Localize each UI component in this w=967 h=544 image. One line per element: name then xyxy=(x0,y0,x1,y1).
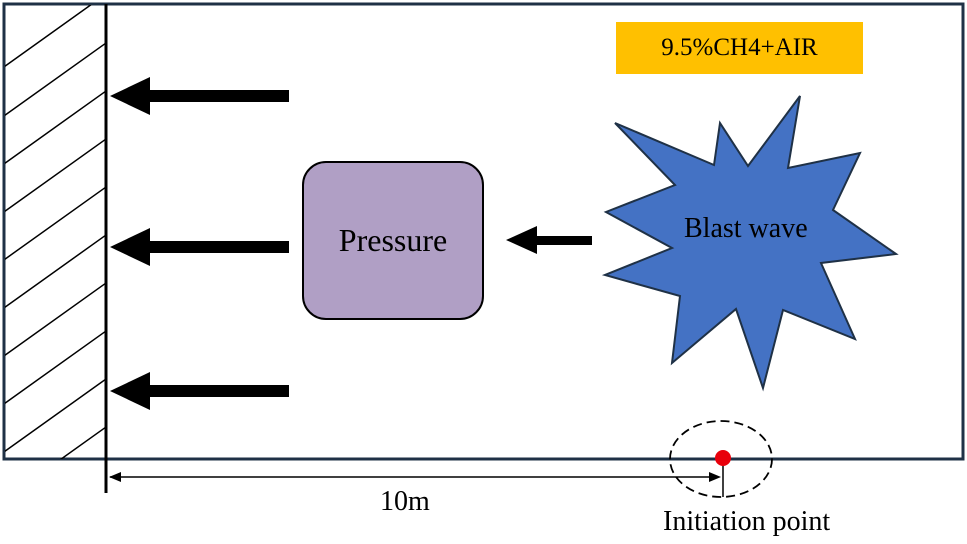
pressure-label: Pressure xyxy=(338,222,448,258)
initiation-point-label: Initiation point xyxy=(663,506,831,537)
blast-wave-label: Blast wave xyxy=(684,213,808,244)
wall-arrow-bottom xyxy=(110,372,289,410)
initiation-zone xyxy=(669,420,773,498)
domain-frame xyxy=(2,2,965,461)
mixture-label: 9.5%CH4+AIR xyxy=(616,22,863,74)
wall-arrow-top xyxy=(110,77,289,115)
pressure-box: Pressure xyxy=(302,161,484,320)
wall-arrow-middle xyxy=(110,228,289,266)
distance-label: 10m xyxy=(380,486,430,517)
distance-dimension xyxy=(109,460,724,497)
blast-arrow xyxy=(506,226,592,254)
starburst-icon xyxy=(601,95,899,392)
red-dot-icon xyxy=(715,450,731,466)
hatched-wall-icon xyxy=(5,5,106,459)
